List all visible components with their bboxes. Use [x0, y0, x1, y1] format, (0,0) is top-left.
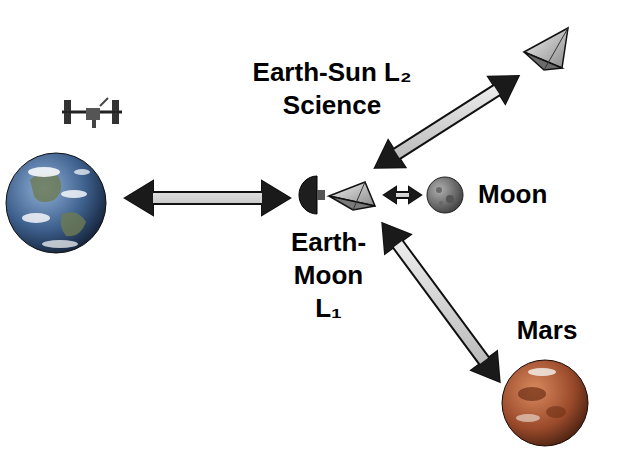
- earth-globe: [6, 153, 106, 253]
- double-arrow: [375, 76, 519, 168]
- arrow-head: [375, 140, 406, 167]
- arrow-group: [384, 187, 421, 203]
- node-icon: [425, 175, 465, 215]
- arrow-group: [375, 76, 519, 168]
- double-arrow: [125, 181, 290, 215]
- arrow-head: [409, 187, 421, 203]
- mars-node: Mars: [502, 360, 588, 446]
- node-icon: [522, 22, 572, 74]
- arrow-head: [471, 351, 499, 381]
- gateway-node: Earth- Moon L₁: [295, 170, 380, 220]
- double-arrow: [384, 187, 421, 203]
- node-icon: [502, 360, 588, 446]
- arrow-group: [382, 223, 499, 382]
- node-label: Moon: [478, 178, 578, 211]
- arrow-head: [488, 76, 519, 103]
- node-icon: [295, 170, 380, 220]
- arrow-head: [382, 223, 410, 253]
- node-label: Mars: [500, 314, 594, 347]
- node-label: Earth-Sun L₂ Science: [237, 56, 427, 122]
- spacecraft-node: Earth-Sun L₂ Science: [522, 22, 572, 74]
- moon-node: Moon: [425, 175, 465, 215]
- double-arrow: [382, 223, 499, 382]
- node-label: Earth- Moon L₁: [281, 226, 376, 325]
- space-station: [62, 98, 122, 128]
- arrow-head: [384, 187, 396, 203]
